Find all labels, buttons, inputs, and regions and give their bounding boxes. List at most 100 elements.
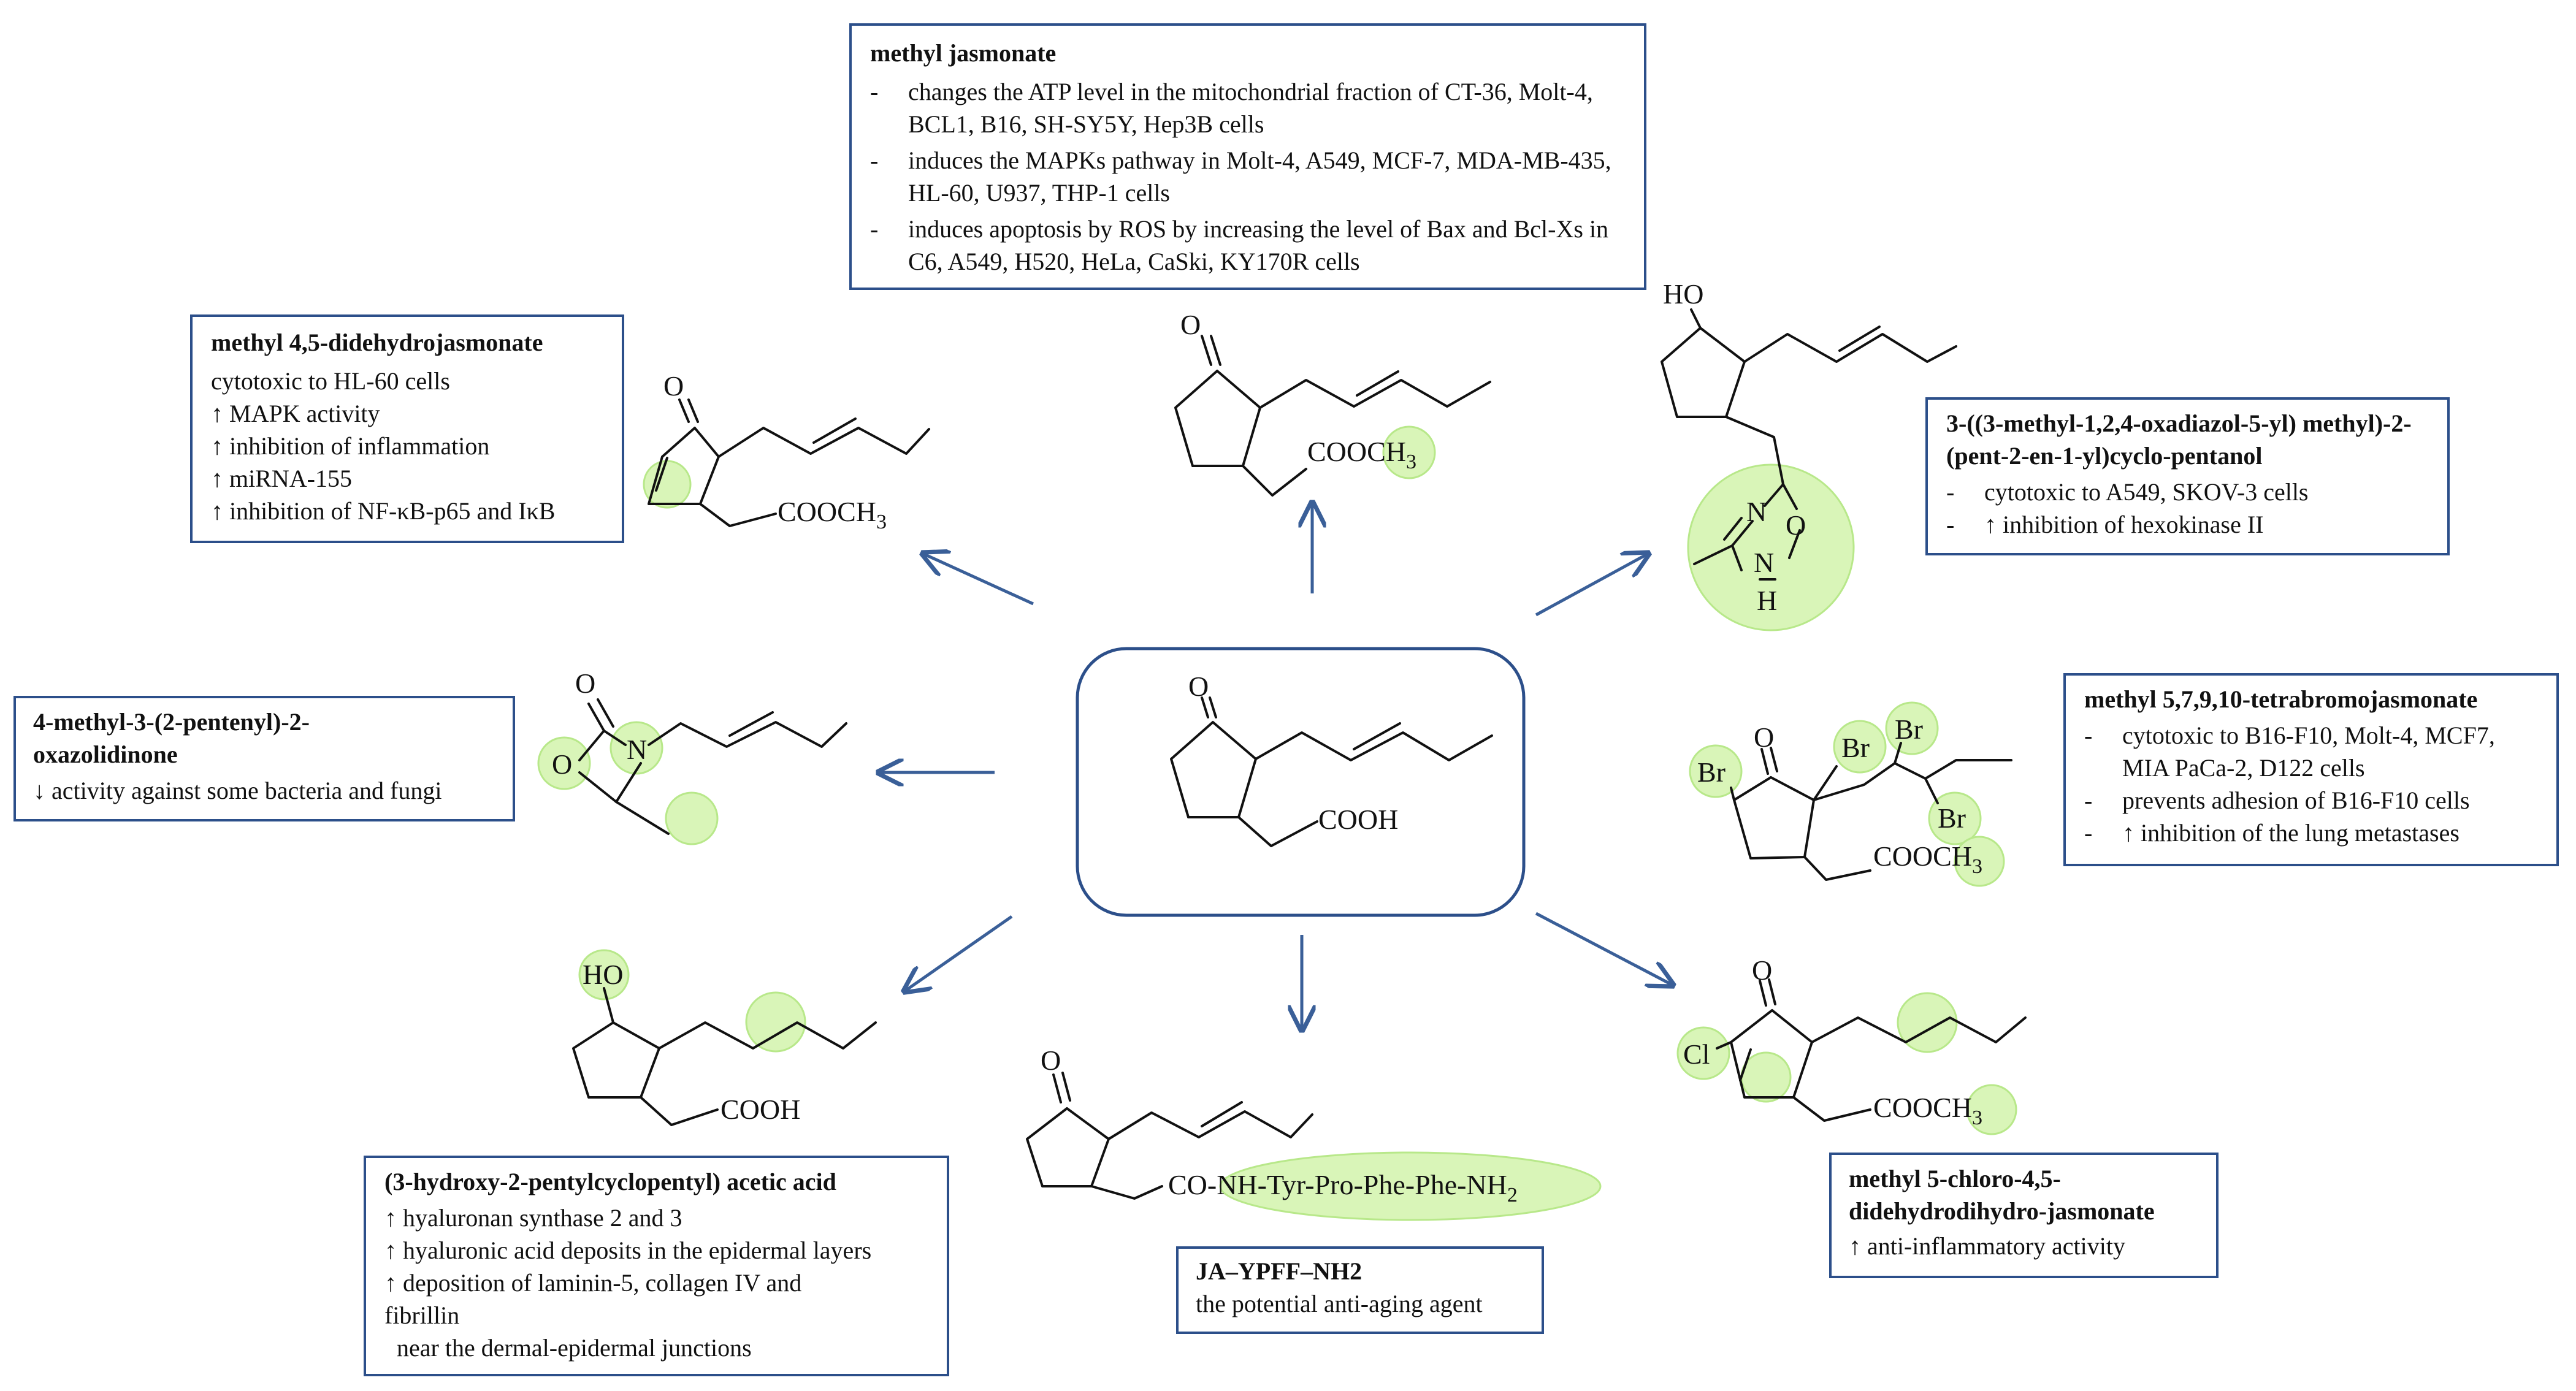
- highlight-cl-atom: [1676, 1026, 1730, 1080]
- list-item: prevents adhesion of B16-F10 cells: [2084, 784, 2538, 817]
- dd-O: O: [663, 370, 684, 402]
- box-title: methyl 4,5-didehydrojasmonate: [211, 329, 543, 356]
- list-item: cytotoxic to B16-F10, Molt-4, MCF7, MIA …: [2084, 719, 2538, 784]
- atom-labels: O COOH O COOCH3 O COOCH3 HO N O N H O N …: [552, 278, 1982, 1206]
- effect-list: cytotoxic to A549, SKOV-3 cells ↑ inhibi…: [1946, 476, 2429, 541]
- ha-COOH: COOH: [720, 1094, 800, 1125]
- box-methyl-jasmonate: methyl jasmonate changes the ATP level i…: [849, 23, 1646, 290]
- oz-O-ring: O: [552, 749, 572, 780]
- effect-line: ↑ anti-inflammatory activity: [1849, 1232, 2125, 1260]
- ox-H: H: [1757, 585, 1777, 616]
- list-item: ↑ inhibition of hexokinase II: [1946, 508, 2429, 541]
- ox-HO: HO: [1663, 278, 1703, 310]
- jasmonic-acid-O: O: [1188, 671, 1209, 702]
- arrow-to-oxadiazol: [1535, 554, 1648, 617]
- pe-peptide: CO-NH-Tyr-Pro-Phe-Phe-NH2: [1168, 1169, 1518, 1206]
- tb-O: O: [1754, 722, 1774, 753]
- box-title: JA–YPFF–NH2: [1196, 1257, 1363, 1285]
- oz-N: N: [627, 734, 647, 765]
- effect-line: ↑ deposition of laminin-5, collagen IV a…: [384, 1269, 802, 1329]
- box-title: (3-hydroxy-2-pentylcyclopentyl) acetic a…: [384, 1168, 836, 1195]
- jasmonic-acid-COOH: COOH: [1318, 804, 1398, 835]
- cl-Cl: Cl: [1683, 1038, 1710, 1070]
- box-title: methyl jasmonate: [870, 39, 1057, 67]
- didehydrojasmonate-structure: [648, 398, 930, 527]
- effect-line: near the dermal-epidermal junctions: [384, 1334, 752, 1362]
- highlight-tb-br4: [1928, 791, 1982, 845]
- effect-line: cytotoxic to HL-60 cells: [211, 367, 450, 395]
- ha-HO: HO: [583, 959, 623, 990]
- highlight-ha-HO: [578, 949, 630, 1000]
- tetrabromo-structure: [1730, 742, 2012, 881]
- highlight-mj-ester: [1382, 425, 1436, 479]
- cl-O: O: [1752, 955, 1772, 986]
- highlight-oz-N: [610, 721, 663, 775]
- chloro-structure: [1716, 978, 2027, 1122]
- box-title: methyl 5-chloro-4,5-didehydrodihydro-jas…: [1849, 1165, 2155, 1225]
- box-oxadiazol: 3-((3-methyl-1,2,4-oxadiazol-5-yl) methy…: [1925, 397, 2450, 555]
- box-title: 3-((3-methyl-1,2,4-oxadiazol-5-yl) methy…: [1946, 410, 2412, 470]
- ox-N-bottom: N: [1754, 547, 1774, 578]
- list-item: induces apoptosis by ROS by increasing t…: [870, 213, 1626, 278]
- highlight-tb-br2: [1833, 720, 1887, 774]
- tb-Br-alpha: Br: [1841, 732, 1870, 763]
- effect-line: ↑ MAPK activity: [211, 400, 380, 427]
- highlight-ha-pentyl: [745, 991, 806, 1053]
- effect-list: cytotoxic to B16-F10, Molt-4, MCF7, MIA …: [2084, 719, 2538, 849]
- effect-line: the potential anti-aging agent: [1196, 1290, 1483, 1317]
- effect-list: changes the ATP level in the mitochondri…: [870, 75, 1626, 278]
- list-item: ↑ inhibition of the lung metastases: [2084, 817, 2538, 849]
- peptide-structure: [1026, 1072, 1313, 1200]
- ox-O: O: [1786, 509, 1806, 541]
- box-title: methyl 5,7,9,10-tetrabromojasmonate: [2084, 685, 2478, 713]
- box-title: 4-methyl-3-(2-pentenyl)-2-oxazolidinone: [33, 708, 310, 768]
- tb-Br-chain1: Br: [1895, 714, 1923, 745]
- arrow-to-chloro: [1535, 912, 1673, 985]
- highlight-oz-O: [537, 736, 591, 790]
- tb-Br-chain2: Br: [1938, 802, 1966, 834]
- mj-ester: COOCH3: [1307, 436, 1416, 473]
- jasmonic-acid-structure: [1170, 696, 1493, 847]
- arrow-to-didehydrojasmonate: [923, 554, 1034, 606]
- box-peptide-conjugate: JA–YPFF–NH2 the potential anti-aging age…: [1176, 1246, 1544, 1334]
- box-tetrabromojasmonate: methyl 5,7,9,10-tetrabromojasmonate cyto…: [2063, 673, 2559, 866]
- effect-line: ↓ activity against some bacteria and fun…: [33, 777, 442, 804]
- list-item: cytotoxic to A549, SKOV-3 cells: [1946, 476, 2429, 508]
- list-item: changes the ATP level in the mitochondri…: [870, 75, 1626, 140]
- hydroxy-acid-structure: [572, 987, 877, 1126]
- highlight-oxadiazol-ring: [1687, 463, 1855, 631]
- highlight-cl-pentyl: [1897, 992, 1958, 1053]
- effect-line: ↑ hyaluronan synthase 2 and 3: [384, 1204, 682, 1232]
- highlight-tb-br3: [1885, 701, 1939, 755]
- reaction-arrows: [879, 503, 1673, 1030]
- list-item: induces the MAPKs pathway in Molt-4, A54…: [870, 144, 1626, 209]
- tb-ester: COOCH3: [1873, 840, 1982, 878]
- box-chloro-jasmonate: methyl 5-chloro-4,5-didehydrodihydro-jas…: [1829, 1153, 2219, 1278]
- highlight-cl-double-bond: [1740, 1051, 1792, 1103]
- highlight-tb-br1: [1689, 744, 1743, 798]
- highlight-peptide-chain: [1219, 1151, 1602, 1221]
- effect-line: ↑ inhibition of inflammation: [211, 432, 490, 460]
- highlight-cl-ester: [1966, 1084, 2017, 1135]
- central-compound-frame: [1076, 647, 1526, 917]
- box-oxazolidinone: 4-methyl-3-(2-pentenyl)-2-oxazolidinone …: [13, 696, 515, 821]
- effect-line: ↑ miRNA-155: [211, 465, 352, 492]
- modification-highlights: [537, 425, 2017, 1221]
- highlight-oz-methyl: [665, 791, 719, 845]
- box-hydroxy-acid: (3-hydroxy-2-pentylcyclopentyl) acetic a…: [364, 1156, 949, 1376]
- arrow-to-hydroxy-acid: [904, 915, 1013, 991]
- mj-O: O: [1180, 309, 1201, 340]
- box-didehydrojasmonate: methyl 4,5-didehydrojasmonate cytotoxic …: [190, 314, 624, 543]
- dd-ester: COOCH3: [778, 496, 887, 533]
- oxazolidinone-structure: [578, 698, 847, 835]
- effect-line: ↑ inhibition of NF-κB-p65 and IκB: [211, 497, 556, 525]
- ox-N-top: N: [1746, 496, 1767, 527]
- pe-O: O: [1041, 1045, 1061, 1076]
- cl-ester: COOCH3: [1873, 1092, 1982, 1129]
- oz-O-carbonyl: O: [575, 668, 595, 699]
- bond-lines: [572, 308, 2027, 1200]
- methyl-jasmonate-structure: [1174, 335, 1491, 497]
- effect-line: ↑ hyaluronic acid deposits in the epider…: [384, 1237, 872, 1264]
- tb-Br-ring: Br: [1697, 756, 1726, 788]
